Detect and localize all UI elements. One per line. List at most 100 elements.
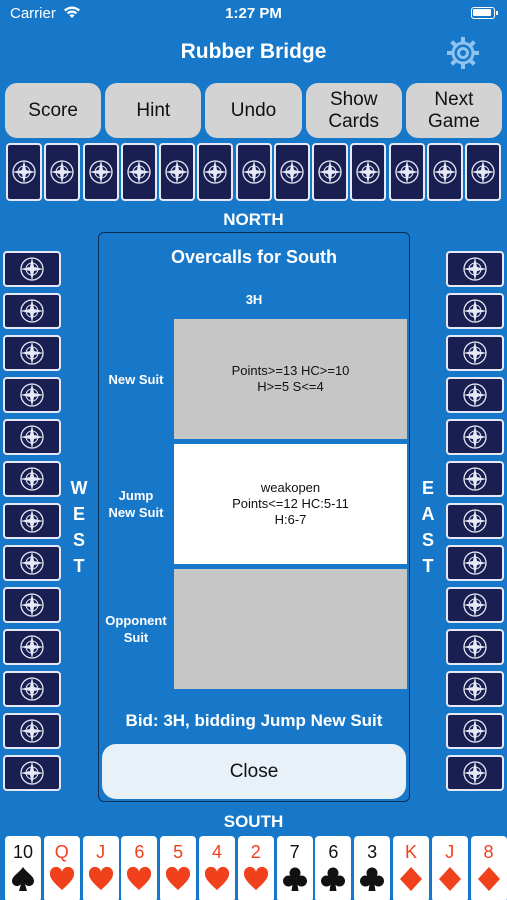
app-title: Rubber Bridge (180, 40, 327, 63)
option-label: New Suit (108, 371, 164, 387)
card-back (446, 251, 504, 287)
card-back (3, 545, 61, 581)
card-back (3, 377, 61, 413)
playing-card[interactable]: 2 (237, 836, 274, 900)
card-back (3, 671, 61, 707)
playing-card[interactable]: 3 (354, 836, 391, 900)
spade-icon (5, 866, 41, 896)
card-rank: J (445, 842, 455, 862)
playing-card[interactable]: 6 (121, 836, 158, 900)
option-jump-new-suit[interactable]: weakopen Points<=12 HC:5-11 H:6-7 (174, 444, 407, 564)
option-row-jump-new-suit: Jump New Suit weakopen Points<=12 HC:5-1… (99, 444, 409, 564)
playing-card[interactable]: J (82, 836, 119, 900)
battery-icon (471, 7, 498, 19)
card-back (3, 629, 61, 665)
card-rank: 10 (12, 842, 34, 862)
club-icon (277, 866, 313, 896)
score-button[interactable]: Score (5, 83, 102, 138)
card-back (3, 335, 61, 371)
option-label: Jump New Suit (108, 488, 164, 520)
option-row-opponent-suit: Opponent Suit (99, 569, 409, 689)
south-label: SOUTH (223, 812, 284, 831)
club-icon (315, 866, 351, 896)
card-back (426, 143, 463, 201)
card-back (159, 143, 195, 201)
current-bid: 3H (245, 292, 263, 307)
card-rank: 5 (173, 842, 184, 862)
gear-icon[interactable] (446, 36, 480, 70)
card-back (3, 755, 61, 791)
north-hand (6, 143, 501, 201)
diamond-icon (393, 866, 429, 896)
undo-button[interactable]: Undo (205, 83, 302, 138)
card-back (120, 143, 157, 201)
bid-summary: Bid: 3H, bidding Jump New Suit (125, 711, 383, 730)
card-rank: 3 (367, 842, 378, 862)
playing-card[interactable]: K (392, 836, 429, 900)
playing-card[interactable]: Q (43, 836, 80, 900)
wifi-icon (63, 5, 81, 22)
option-new-suit[interactable]: Points>=13 HC>=10 H>=5 S<=4 (174, 319, 407, 439)
card-back (446, 545, 504, 581)
card-back (350, 143, 387, 201)
option-opponent-suit[interactable] (174, 569, 407, 689)
card-back (6, 143, 42, 201)
club-icon (354, 866, 390, 896)
west-label: W E S T (70, 478, 88, 576)
playing-card[interactable]: 6 (315, 836, 352, 900)
west-hand (3, 251, 61, 797)
east-hand (446, 251, 504, 797)
option-row-new-suit: New Suit Points>=13 HC>=10 H>=5 S<=4 (99, 319, 409, 439)
card-rank: 4 (211, 842, 222, 862)
card-rank: 8 (483, 842, 494, 862)
card-rank: 6 (134, 842, 145, 862)
card-back (446, 587, 504, 623)
card-rank: Q (54, 842, 69, 862)
overcalls-dialog: Overcalls for South 3H New Suit Points>=… (98, 232, 410, 802)
card-back (235, 143, 272, 201)
playing-card[interactable]: 5 (160, 836, 197, 900)
status-bar: Carrier 1:27 PM (0, 0, 507, 28)
toolbar: Score Hint Undo Show Cards Next Game (5, 83, 503, 138)
card-back (3, 293, 61, 329)
card-back (446, 377, 504, 413)
card-back (446, 419, 504, 455)
card-back (446, 755, 504, 791)
card-back (446, 503, 504, 539)
hint-button[interactable]: Hint (105, 83, 202, 138)
card-back (388, 143, 425, 201)
show-cards-button[interactable]: Show Cards (305, 83, 402, 138)
card-back (312, 143, 348, 201)
option-label: Opponent Suit (105, 613, 167, 645)
playing-card[interactable]: 10 (5, 836, 41, 900)
dialog-title: Overcalls for South (170, 247, 338, 267)
card-back (82, 143, 119, 201)
playing-card[interactable]: J (431, 836, 468, 900)
close-button[interactable]: Close (102, 744, 406, 799)
carrier-label: Carrier (10, 5, 56, 22)
card-back (3, 461, 61, 497)
heart-icon (44, 866, 80, 896)
playing-card[interactable]: 4 (198, 836, 235, 900)
playing-card[interactable]: 8 (470, 836, 507, 900)
heart-icon (160, 866, 196, 896)
card-rank: 2 (250, 842, 261, 862)
heart-icon (238, 866, 274, 896)
heart-icon (199, 866, 235, 896)
diamond-icon (432, 866, 468, 896)
heart-icon (121, 866, 157, 896)
card-back (3, 713, 61, 749)
playing-card[interactable]: 7 (276, 836, 313, 900)
card-back (446, 713, 504, 749)
card-rank: J (96, 842, 106, 862)
card-back (465, 143, 501, 201)
card-back (197, 143, 234, 201)
card-back (44, 143, 81, 201)
card-rank: 6 (328, 842, 339, 862)
card-back (3, 419, 61, 455)
card-back (3, 503, 61, 539)
east-label: E A S T (421, 478, 435, 576)
next-game-button[interactable]: Next Game (405, 83, 503, 138)
card-back (3, 251, 61, 287)
